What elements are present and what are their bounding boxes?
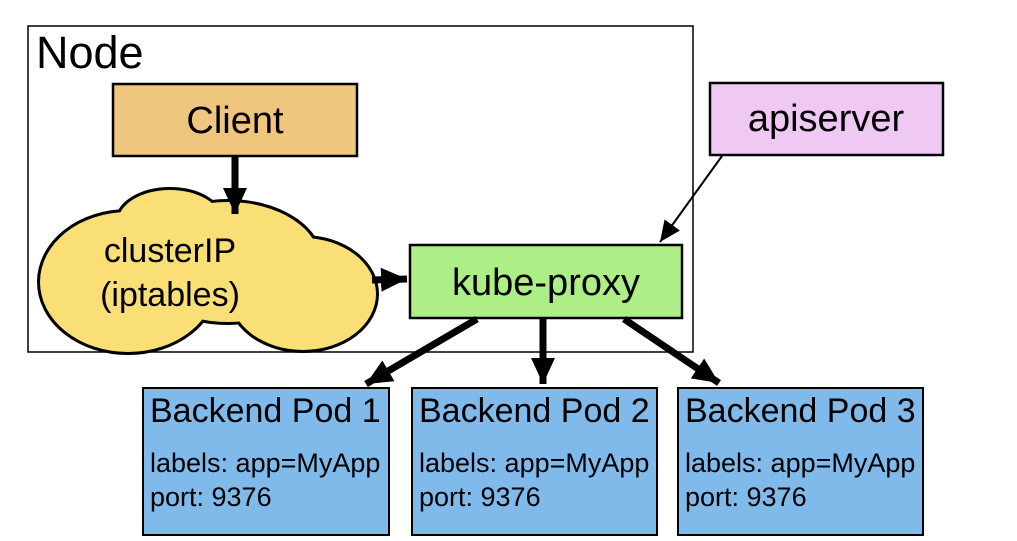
kube-proxy-label: kube-proxy <box>452 262 640 304</box>
cluster-ip-label-line1: clusterIP <box>104 232 236 270</box>
apiserver-rect <box>708 81 945 157</box>
backend-pod-1-rect <box>142 387 390 536</box>
cloud-body <box>40 190 376 352</box>
apiserver-label: apiserver <box>748 98 905 140</box>
edge-cluster-ip-to-kube-proxy <box>371 267 408 292</box>
backend-pod-2-labels: labels: app=MyApp <box>419 448 649 478</box>
kube-proxy-rect <box>408 243 684 320</box>
backend-pod-1: Backend Pod 1 labels: app=MyApp port: 93… <box>142 387 390 536</box>
backend-pod-1-title: Backend Pod 1 <box>150 392 381 430</box>
backend-pod-3-title: Backend Pod 3 <box>685 392 916 430</box>
edge-apiserver-to-kube-proxy <box>659 155 723 243</box>
client-label: Client <box>186 100 284 142</box>
edge-kube-proxy-to-pod3 <box>622 316 721 386</box>
backend-pod-3-labels: labels: app=MyApp <box>685 448 915 478</box>
backend-pod-1-labels: labels: app=MyApp <box>150 448 380 478</box>
kube-proxy-box: kube-proxy <box>408 243 684 320</box>
backend-pod-2-rect <box>411 387 658 536</box>
backend-pod-3: Backend Pod 3 labels: app=MyApp port: 93… <box>677 387 924 536</box>
backend-pod-2: Backend Pod 2 labels: app=MyApp port: 93… <box>411 387 658 536</box>
cluster-ip-cloud: clusterIP (iptables) <box>37 187 379 355</box>
backend-pod-3-rect <box>677 387 924 536</box>
cluster-ip-label-line2: (iptables) <box>100 276 240 314</box>
apiserver-box: apiserver <box>708 81 945 157</box>
backend-pod-2-title: Backend Pod 2 <box>419 392 650 430</box>
edge-kube-proxy-to-pod1 <box>364 315 479 388</box>
node-label: Node <box>36 27 144 78</box>
client-box: Client <box>111 82 359 158</box>
backend-pod-1-port: port: 9376 <box>150 482 272 512</box>
client-rect <box>111 82 359 158</box>
backend-pod-2-port: port: 9376 <box>419 482 541 512</box>
backend-pod-3-port: port: 9376 <box>685 482 807 512</box>
